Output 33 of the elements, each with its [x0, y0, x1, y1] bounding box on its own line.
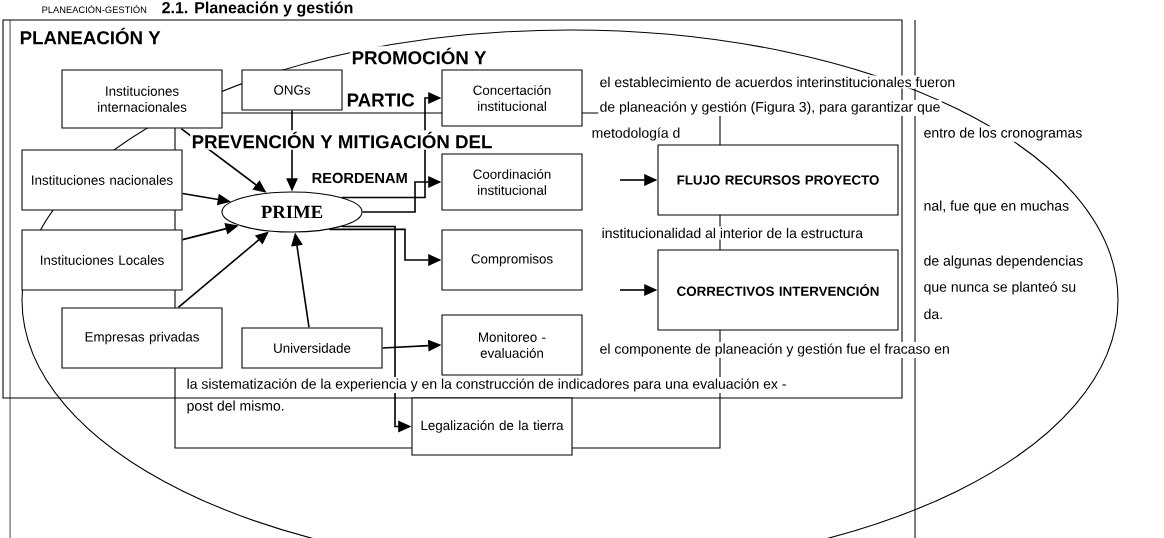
heading-text: PLANEACIÓN Y: [18, 26, 162, 46]
process-box: Legalización de la tierra: [411, 397, 573, 456]
paragraph-text: da.: [922, 307, 945, 321]
process-box: Concertación institucional: [441, 69, 583, 127]
paragraph-text: institucionalidad al interior de la estructura: [600, 226, 865, 240]
process-box: Monitoreo - evaluación: [441, 314, 583, 376]
heading-text: REORDENAM: [310, 171, 410, 185]
heading-text: PLANEACIÓN-GESTIÓN: [40, 3, 149, 15]
heading-text: PREVENCIÓN Y MITIGACIÓN DEL: [190, 130, 494, 150]
process-box: Compromisos: [441, 229, 583, 291]
process-box: Instituciones internacionales: [61, 69, 223, 129]
heading-text: PARTIC: [345, 92, 417, 108]
paragraph-text: nal, fue que en muchas: [922, 199, 1071, 215]
process-box: Instituciones nacionales: [21, 149, 183, 211]
process-box: ONGs: [241, 69, 343, 111]
paragraph-text: la sistematización de la experiencia y en la construcción de indicadores para una evaluación ex -: [185, 377, 788, 393]
paragraph-text: metodología d: [590, 126, 682, 142]
heading-text: PROMOCIÓN Y: [350, 46, 488, 66]
title: 2.1. Planeación y gestión: [162, 1, 353, 17]
process-box: Universidade: [241, 327, 383, 369]
paragraph-text: de planeación y gestión (Figura 3), para garantizar que: [598, 100, 942, 116]
process-box: FLUJO RECURSOS PROYECTO: [657, 144, 899, 216]
paragraph-text: entro de los cronogramas: [922, 126, 1084, 142]
process-box: Instituciones Locales: [21, 229, 183, 291]
paragraph-text: el establecimiento de acuerdos interinstitucionales fueron: [598, 75, 957, 89]
process-box: Coordinación institucional: [441, 153, 583, 211]
ellipse-node: PRIME: [221, 191, 363, 233]
process-box: CORRECTIVOS INTERVENCIÓN: [657, 249, 899, 331]
paragraph-text: post del mismo.: [185, 399, 286, 415]
paragraph-text: el componente de planeación y gestión fue el fracaso en: [598, 342, 952, 358]
process-box: Empresas privadas: [61, 307, 223, 369]
paragraph-text: de algunas dependencias: [922, 254, 1085, 270]
paragraph-text: que nunca se planteó su: [922, 280, 1078, 296]
